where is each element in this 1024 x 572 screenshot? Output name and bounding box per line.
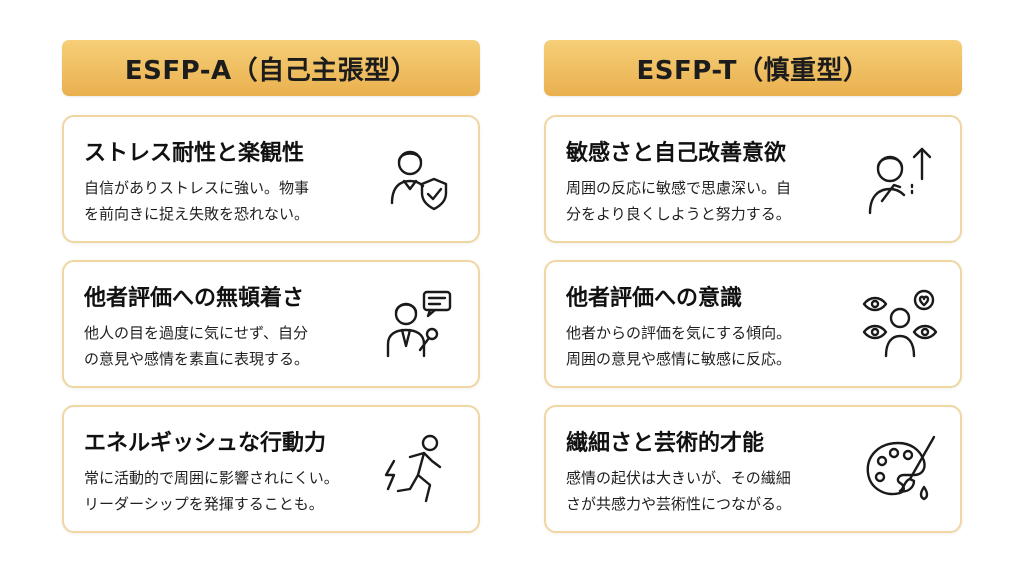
card-energetic-action: エネルギッシュな行動力 常に活動的で周囲に影響されにくい。 リーダーシップを発揮… — [62, 405, 480, 533]
card-description-line: 周囲の意見や感情に敏感に反応。 — [566, 350, 792, 368]
esfp-a-column: ESFP-A（自己主張型） ストレス耐性と楽観性 自信がありストレスに強い。物事… — [62, 40, 480, 533]
card-description-line: さが共感力や芸術性につながる。 — [566, 495, 792, 513]
card-description: 周囲の反応に敏感で思慮深い。自 分をより良くしようと努力する。 — [566, 175, 856, 227]
card-description-line: 自信がありストレスに強い。物事 — [84, 179, 310, 197]
card-title: エネルギッシュな行動力 — [84, 431, 327, 456]
card-delicacy-artistic-talent: 繊細さと芸術的才能 感情の起伏は大きいが、その繊細 さが共感力や芸術性につながる… — [544, 405, 962, 533]
thinking-person-arrow-up-icon — [862, 141, 938, 217]
card-awareness-of-evaluation: 他者評価への意識 他者からの評価を気にする傾向。 周囲の意見や感情に敏感に反応。 — [544, 260, 962, 388]
person-with-eyes-heart-icon — [862, 286, 938, 362]
person-with-microphone-speech-icon — [380, 286, 456, 362]
card-description-line: 常に活動的で周囲に影響されにくい。 — [84, 469, 339, 487]
card-description-line: 分をより良くしようと努力する。 — [566, 205, 791, 223]
esfp-t-column: ESFP-T（慎重型） 敏感さと自己改善意欲 周囲の反応に敏感で思慮深い。自 分… — [544, 40, 962, 533]
card-description-line: リーダーシップを発揮することも。 — [84, 495, 324, 513]
palette-brush-icon — [862, 431, 938, 507]
card-description-line: の意見や感情を素直に表現する。 — [84, 350, 310, 368]
running-person-lightning-icon — [380, 431, 456, 507]
esfp-a-header: ESFP-A（自己主張型） — [62, 40, 480, 96]
esfp-t-header: ESFP-T（慎重型） — [544, 40, 962, 96]
card-description: 自信がありストレスに強い。物事 を前向きに捉え失敗を恐れない。 — [84, 175, 374, 227]
card-description-line: 他人の目を過度に気にせず、自分 — [84, 324, 308, 342]
person-with-shield-check-icon — [380, 141, 456, 217]
card-title: 他者評価への無頓着さ — [84, 286, 305, 311]
card-sensitivity-self-improvement: 敏感さと自己改善意欲 周囲の反応に敏感で思慮深い。自 分をより良くしようと努力す… — [544, 115, 962, 243]
card-description-line: 感情の起伏は大きいが、その繊細 — [566, 469, 791, 487]
card-stress-tolerance: ストレス耐性と楽観性 自信がありストレスに強い。物事 を前向きに捉え失敗を恐れな… — [62, 115, 480, 243]
card-description: 感情の起伏は大きいが、その繊細 さが共感力や芸術性につながる。 — [566, 465, 856, 517]
card-description-line: を前向きに捉え失敗を恐れない。 — [84, 205, 310, 223]
card-title: 敏感さと自己改善意欲 — [566, 141, 787, 166]
card-description: 他者からの評価を気にする傾向。 周囲の意見や感情に敏感に反応。 — [566, 320, 856, 372]
card-description-line: 周囲の反応に敏感で思慮深い。自 — [566, 179, 792, 197]
card-indifference-to-evaluation: 他者評価への無頓着さ 他人の目を過度に気にせず、自分 の意見や感情を素直に表現す… — [62, 260, 480, 388]
card-description: 他人の目を過度に気にせず、自分 の意見や感情を素直に表現する。 — [84, 320, 374, 372]
card-description-line: 他者からの評価を気にする傾向。 — [566, 324, 792, 342]
card-title: 繊細さと芸術的才能 — [566, 431, 765, 456]
card-description: 常に活動的で周囲に影響されにくい。 リーダーシップを発揮することも。 — [84, 465, 374, 517]
card-title: ストレス耐性と楽観性 — [84, 141, 305, 166]
card-title: 他者評価への意識 — [566, 286, 743, 311]
